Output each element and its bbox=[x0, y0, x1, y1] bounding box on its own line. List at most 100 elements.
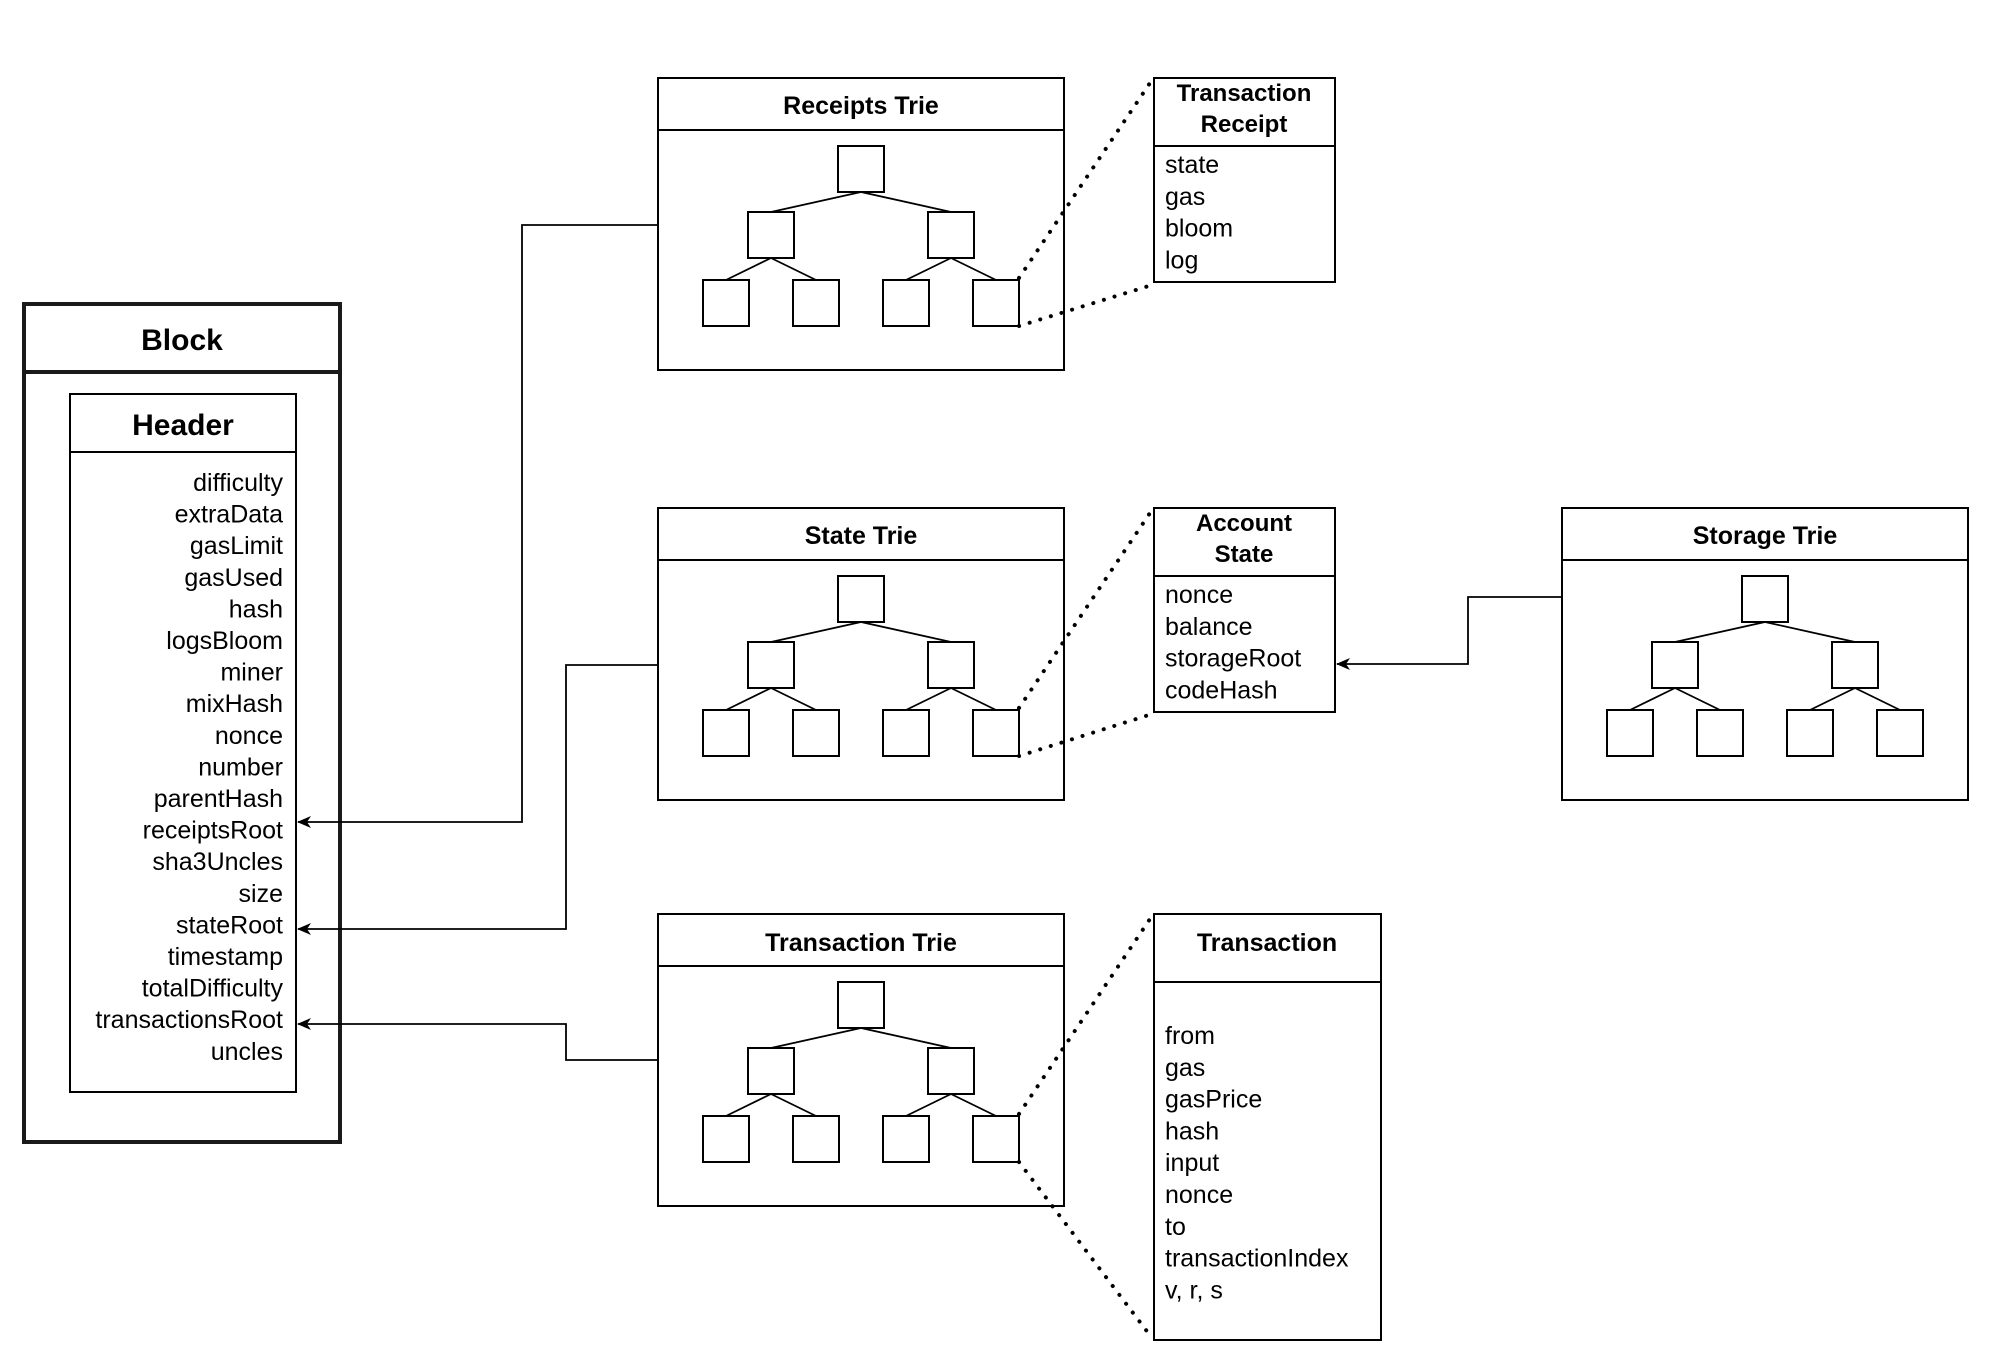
transaction-field-list: fromgasgasPricehashinputnoncetotransacti… bbox=[1165, 1022, 1349, 1304]
header-field: stateRoot bbox=[176, 911, 283, 939]
block-container: Block Header difficultyextraDatagasLimit… bbox=[22, 302, 342, 1144]
state-root-connector bbox=[297, 664, 658, 935]
transaction-box bbox=[1153, 913, 1382, 1341]
header-field: extraData bbox=[175, 501, 283, 529]
trie-edge bbox=[860, 191, 952, 213]
header-box bbox=[69, 393, 297, 1093]
header-field: nonce bbox=[215, 722, 283, 750]
storage-root-connector bbox=[1336, 596, 1562, 670]
block-title: Block bbox=[141, 324, 223, 357]
transaction-field: hash bbox=[1165, 1117, 1219, 1145]
transaction-title: Transaction bbox=[1197, 929, 1337, 957]
trie-edge bbox=[770, 257, 817, 281]
header-field: sha3Uncles bbox=[152, 848, 283, 876]
trie-edge bbox=[725, 1093, 772, 1117]
trie-node bbox=[1831, 641, 1879, 689]
header-field: gasLimit bbox=[190, 532, 283, 560]
header-container: Header difficultyextraDatagasLimitgasUse… bbox=[69, 393, 297, 1093]
header-field: receiptsRoot bbox=[143, 817, 283, 845]
trie-node bbox=[927, 211, 975, 259]
header-field: timestamp bbox=[168, 943, 283, 971]
trie-node bbox=[882, 709, 930, 757]
trie-node bbox=[792, 279, 840, 327]
header-field: difficulty bbox=[193, 469, 283, 497]
trie-edge bbox=[1674, 621, 1766, 643]
transaction-receipt-title-line-1: Transaction bbox=[1177, 80, 1312, 107]
trie-node bbox=[927, 1047, 975, 1095]
receipt-expansion-top-line bbox=[1017, 78, 1154, 280]
trie-node bbox=[702, 279, 750, 327]
trie-node bbox=[747, 1047, 795, 1095]
header-field: miner bbox=[220, 659, 283, 687]
storage-trie-tree bbox=[1606, 575, 1924, 757]
receipts-trie-tree bbox=[702, 145, 1020, 327]
account-state-box bbox=[1153, 507, 1336, 713]
trie-node bbox=[837, 145, 885, 193]
state-trie: State Trie bbox=[657, 507, 1065, 801]
receipts-trie: Receipts Trie bbox=[657, 77, 1065, 371]
transaction-receipt-field: state bbox=[1165, 151, 1219, 179]
trie-edge bbox=[950, 1093, 997, 1117]
transaction-field: to bbox=[1165, 1213, 1186, 1241]
transactions-root-connector bbox=[297, 1018, 658, 1061]
trie-edge bbox=[770, 1093, 817, 1117]
trie-node bbox=[972, 279, 1020, 327]
trie-node bbox=[702, 1115, 750, 1163]
trie-edge bbox=[905, 1093, 952, 1117]
trie-node bbox=[1741, 575, 1789, 623]
receipt-expansion-bottom-line bbox=[1017, 283, 1154, 328]
trie-node bbox=[792, 1115, 840, 1163]
storage-trie-title: Storage Trie bbox=[1693, 522, 1838, 550]
account-state-field: storageRoot bbox=[1165, 645, 1301, 673]
trie-node bbox=[792, 709, 840, 757]
transaction-receipt-field: gas bbox=[1165, 183, 1205, 211]
trie-edge bbox=[770, 621, 862, 643]
trie-edge bbox=[950, 257, 997, 281]
header-field: mixHash bbox=[186, 690, 283, 718]
trie-edge bbox=[725, 257, 772, 281]
trie-edge bbox=[1809, 687, 1856, 711]
trie-edge bbox=[770, 1027, 862, 1049]
trie-node bbox=[837, 575, 885, 623]
trie-node bbox=[882, 279, 930, 327]
account-state-entity: Account State noncebalancestorageRootcod… bbox=[1153, 507, 1336, 713]
trie-node bbox=[972, 1115, 1020, 1163]
account-expansion-bottom-line bbox=[1017, 712, 1154, 758]
trie-edge bbox=[860, 621, 952, 643]
transaction-receipt-field: bloom bbox=[1165, 215, 1233, 243]
account-state-title-line-1: Account bbox=[1196, 510, 1292, 537]
header-field: transactionsRoot bbox=[95, 1006, 283, 1034]
transaction-trie-tree bbox=[702, 981, 1020, 1163]
trie-node bbox=[1786, 709, 1834, 757]
trie-edge bbox=[905, 687, 952, 711]
state-trie-title: State Trie bbox=[805, 522, 918, 550]
trie-node bbox=[1876, 709, 1924, 757]
transaction-field: nonce bbox=[1165, 1181, 1233, 1209]
transaction-receipt-title-line-2: Receipt bbox=[1201, 111, 1288, 138]
trie-node bbox=[747, 211, 795, 259]
header-field: uncles bbox=[211, 1038, 283, 1066]
transaction-expansion-bottom-line bbox=[1017, 1160, 1154, 1340]
trie-edge bbox=[1854, 687, 1901, 711]
header-field: size bbox=[239, 880, 283, 908]
transaction-field: v, r, s bbox=[1165, 1276, 1223, 1304]
state-trie-tree bbox=[702, 575, 1020, 757]
header-field: totalDifficulty bbox=[142, 975, 284, 1003]
transaction-entity: Transaction fromgasgasPricehashinputnonc… bbox=[1153, 913, 1382, 1341]
trie-node bbox=[972, 709, 1020, 757]
transaction-field: input bbox=[1165, 1149, 1219, 1177]
header-field: hash bbox=[229, 595, 283, 623]
receipts-root-connector bbox=[297, 224, 658, 828]
trie-node bbox=[882, 1115, 930, 1163]
transaction-trie: Transaction Trie bbox=[657, 913, 1065, 1207]
account-state-title-line-2: State bbox=[1215, 541, 1274, 568]
storage-trie: Storage Trie bbox=[1561, 507, 1969, 801]
trie-node bbox=[1606, 709, 1654, 757]
account-state-field: balance bbox=[1165, 613, 1253, 641]
transaction-field: transactionIndex bbox=[1165, 1245, 1349, 1273]
trie-edge bbox=[1674, 687, 1721, 711]
